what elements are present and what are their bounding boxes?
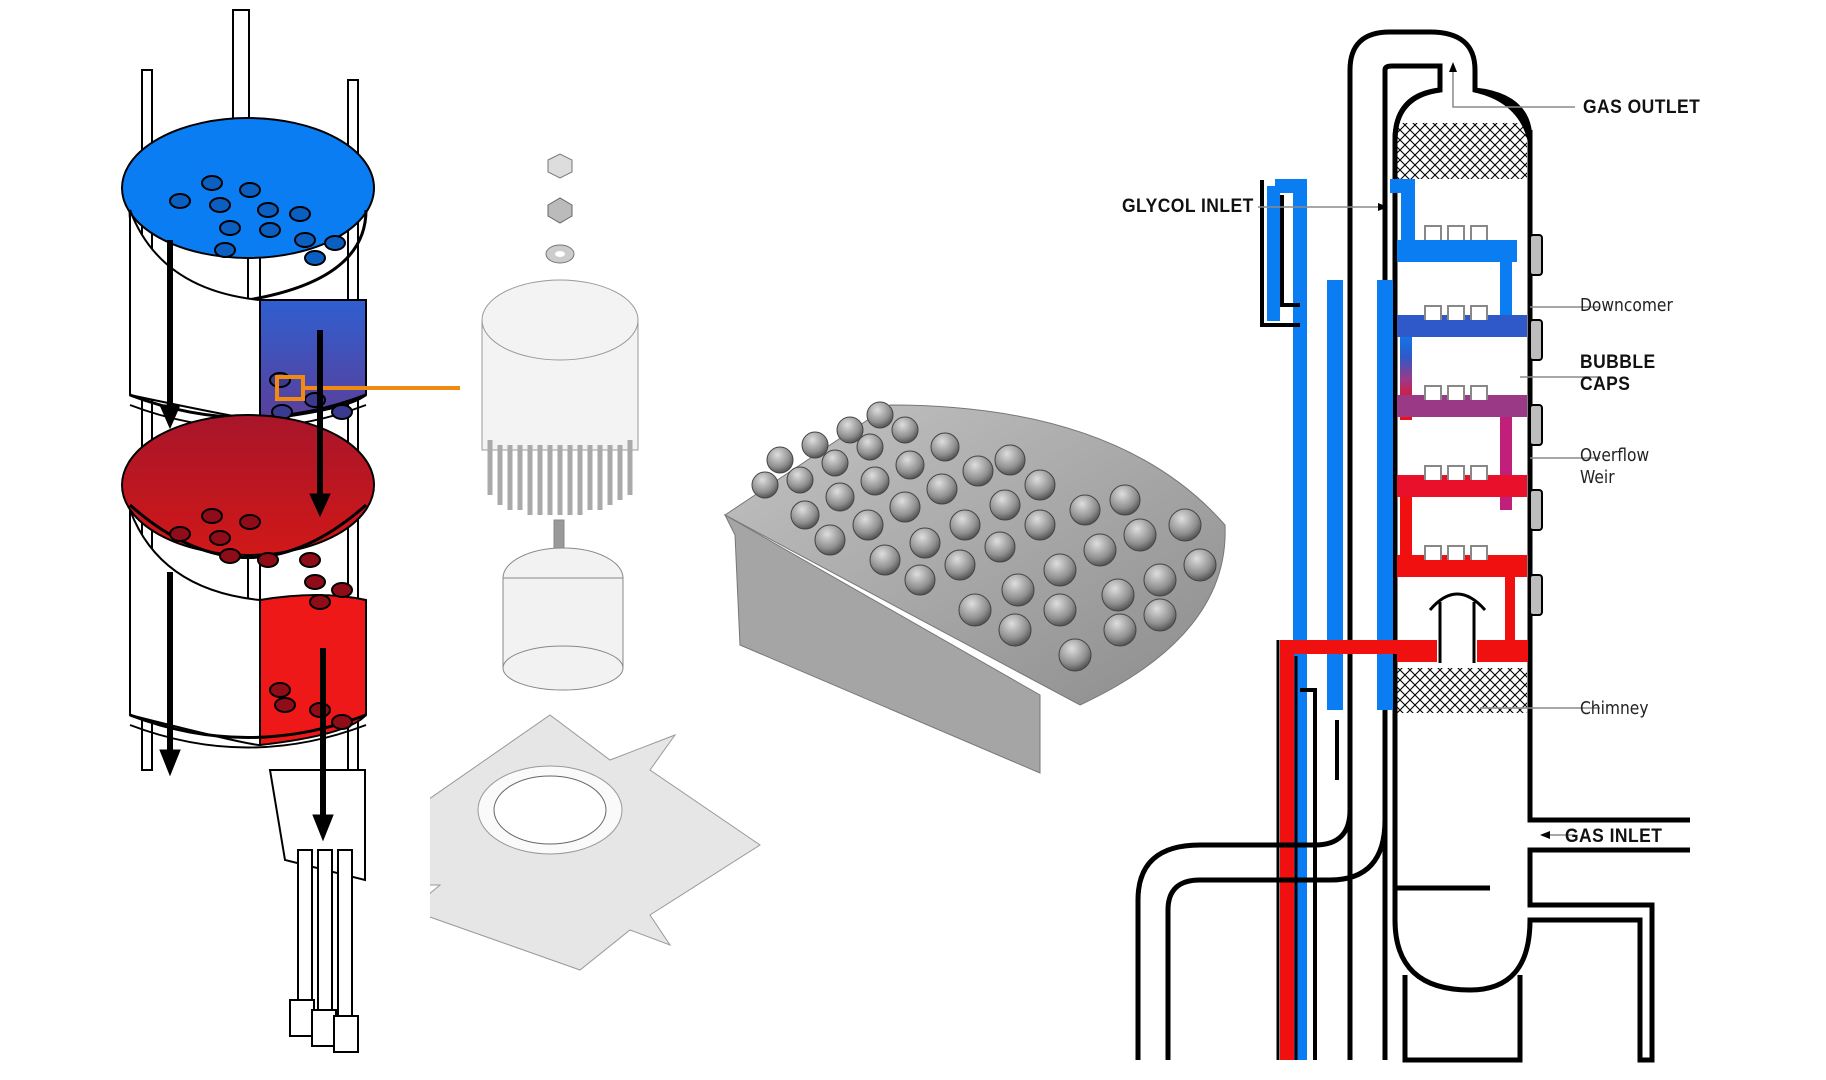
tray-1 <box>1397 240 1517 262</box>
hex-nut-icon <box>547 153 573 179</box>
label-bubble-caps-line2: CAPS <box>1580 373 1631 395</box>
riser <box>502 519 624 691</box>
downcomer-left-4 <box>1400 480 1412 555</box>
chimney-hat <box>1428 592 1487 611</box>
bottom-mist-pad <box>1397 668 1527 713</box>
label-glycol-inlet: GLYCOL INLET <box>1122 196 1254 217</box>
exploded-column-illustration <box>120 0 480 1080</box>
label-bubble-caps: BUBBLE CAPS <box>1580 353 1656 395</box>
slotted-cap <box>481 279 639 515</box>
tray-deck <box>724 404 1226 706</box>
exploded-column-svg <box>121 9 460 1053</box>
tray-5 <box>1397 555 1527 577</box>
tray-3 <box>1397 395 1527 417</box>
downcomer-plate <box>723 513 1041 774</box>
downcomer-right <box>1500 240 1512 335</box>
rich-glycol-outlet <box>1280 640 1397 1060</box>
flow-arrows <box>159 240 334 842</box>
label-overflow-weir: Overflow Weir <box>1580 445 1650 488</box>
label-overflow-weir-line1: Overflow <box>1580 445 1650 466</box>
tray-1-holes <box>169 175 346 266</box>
label-downcomer: Downcomer <box>1580 295 1673 316</box>
bubble-caps <box>751 401 1217 672</box>
label-chimney: Chimney <box>1580 698 1649 719</box>
gas-outlet-pipe <box>1347 29 1533 1060</box>
label-gas-outlet: GAS OUTLET <box>1583 97 1701 118</box>
lock-nut-icon <box>547 197 573 224</box>
top-mist-pad <box>1397 123 1527 179</box>
bubble-cap-tray-photo <box>720 385 1280 775</box>
tray-deck-plate <box>430 714 761 971</box>
downcomer-right-5 <box>1505 555 1515 655</box>
bottom-legs <box>289 849 359 1053</box>
vessel-shell <box>1392 87 1690 1063</box>
leader-arrowheads <box>1378 62 1550 839</box>
label-overflow-weir-line2: Weir <box>1580 466 1615 488</box>
level-nozzles <box>1529 234 1543 616</box>
tray-4-holes <box>169 508 353 730</box>
leader-lines <box>1258 70 1600 836</box>
label-gas-inlet: GAS INLET <box>1565 826 1663 847</box>
tray-bubble-caps <box>1424 225 1488 560</box>
tray-2 <box>1397 315 1527 337</box>
tray-1-blue <box>121 117 375 429</box>
lean-glycol-pipe-outer <box>1275 179 1307 1060</box>
tray-4 <box>1397 475 1527 497</box>
bubble-cap-assembly <box>430 110 830 990</box>
label-bubble-caps-line1: BUBBLE <box>1580 352 1656 373</box>
contactor-schematic <box>1130 0 1690 1080</box>
left-gas-pipe <box>1135 809 1388 1060</box>
